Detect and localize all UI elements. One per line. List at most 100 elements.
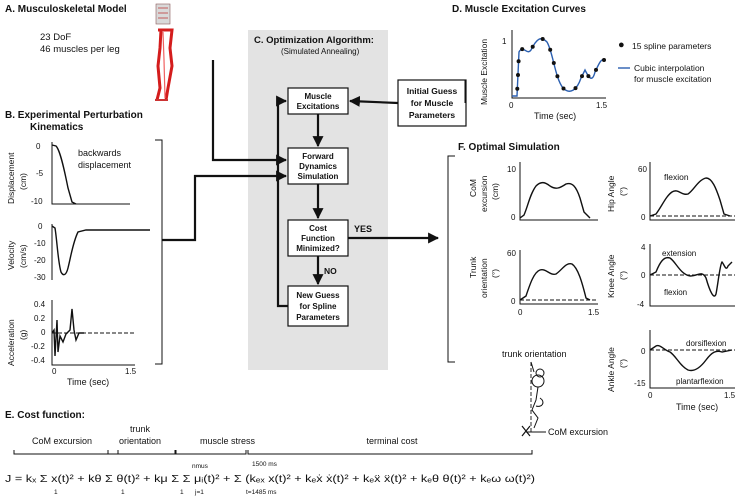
muscles-text: 46 muscles per leg [40,44,120,55]
arrow-kinematics-to-forward [162,170,288,242]
spline-parameter-point [516,73,520,77]
svg-text:Initial Guess: Initial Guess [407,86,458,96]
com-tick-10: 10 [507,165,516,174]
trunk-orientation-label: trunk orientation [502,349,567,359]
legend-points-label: 15 spline parameters [632,41,711,51]
term-trunk-label: trunk [130,424,151,434]
trunk-xtick-0: 0 [518,308,523,317]
acc-tick-1: 0.2 [34,314,46,323]
svg-text:Dynamics: Dynamics [299,162,337,171]
arrow-loop-back [276,95,288,308]
arrow-initial-to-excitations [348,95,399,107]
trunk-ylabel-2: orientation [479,258,489,298]
cost-function-formula: J = kₓ Σ x(t)² + kθ Σ θ(t)² + kμ Σ Σ μᵢ(… [5,473,535,485]
trunk-orientation-plot: 60 0 Trunk orientation (°) 0 1.5 [468,249,600,317]
legend-point-marker: ● [618,39,625,51]
com-tick-0: 0 [511,213,516,222]
sum-limits: 1 1 1 j=1 nmus 1500 ms t=1485 ms [54,461,278,496]
vel-tick-2: -20 [34,256,46,265]
acc-tick-4: -0.4 [31,356,45,365]
disp-tick-0: 0 [36,142,41,151]
box-initial-guess: Initial Guess for Muscle Parameters [397,79,467,127]
legend-line-label-2: for muscle excitation [634,74,712,84]
yes-label: YES [354,224,372,234]
box-forward-dynamics: Forward Dynamics Simulation [287,147,349,185]
com-ylabel-3: (cm) [490,183,500,200]
com-excursion-label: CoM excursion [548,427,608,437]
panel-f-title: F. Optimal Simulation [458,142,560,153]
svg-text:nmus: nmus [192,463,209,470]
time-tick-1: 1.5 [125,367,137,376]
trunk-tick-60: 60 [507,249,516,258]
dof-text: 23 DoF [40,32,71,43]
musculoskeletal-model-illustration [155,3,174,101]
cost-term-labels: CoM excursion trunk orientation muscle s… [13,424,533,455]
panel-b-title: B. Experimental Perturbation [5,110,143,121]
svg-text:1500 ms: 1500 ms [252,461,278,468]
box-cost-function: Cost Function Minimized? [287,219,349,257]
exc-ylabel: Muscle Excitation [479,39,489,105]
no-label: NO [324,266,337,276]
backwards-label: backwards [78,148,122,158]
svg-text:j=1: j=1 [194,489,204,496]
spline-parameter-point [551,61,556,65]
ankle-xtick-0: 0 [648,391,653,400]
com-ylabel-2: excursion [479,175,489,212]
panel-b-xlabel: Time (sec) [67,377,109,387]
ankle-tick--15: -15 [634,379,646,388]
ankle-xtick-1: 1.5 [724,391,736,400]
legend-line-label-1: Cubic interpolation [634,63,705,73]
svg-text:Forward: Forward [302,152,334,161]
disp-tick-1: -5 [36,169,44,178]
knee-angle-plot: 4 0 -4 Knee Angle (°) extension flexion [606,243,735,309]
acc-tick-3: -0.2 [31,342,45,351]
svg-text:Parameters: Parameters [296,313,340,322]
acc-ylabel-unit: (g) [18,329,28,340]
ankle-ylabel-unit: (°) [618,359,628,368]
hip-angle-plot: 60 0 Hip Angle (°) flexion [606,162,735,222]
exc-legend: ● 15 spline parameters Cubic interpolati… [618,39,712,84]
hip-ylabel: Hip Angle [606,175,616,212]
arrow-model-to-forward [211,60,288,166]
spline-parameter-point [520,47,525,52]
panel-a-title: A. Musculoskeletal Model [5,4,127,15]
panel-f-bracket [447,155,455,363]
displacement-plot: 0 -5 -10 Displacement (cm) backwards dis… [6,142,132,206]
knee-tick-4: 4 [641,243,646,252]
svg-text:Cost: Cost [309,224,327,233]
spline-parameter-point [580,74,584,79]
svg-text:1: 1 [54,489,58,496]
acc-ylabel: Acceleration [6,319,16,366]
knee-flexion-label: flexion [664,288,687,297]
svg-text:New Guess: New Guess [296,291,340,300]
knee-ylabel-unit: (°) [618,271,628,280]
knee-ylabel: Knee Angle [606,254,616,298]
vel-tick-0: 0 [38,222,43,231]
acceleration-plot: 0.4 0.2 0 -0.2 -0.4 Acceleration (g) 0 1… [6,300,137,387]
svg-text:for Muscle: for Muscle [411,98,454,108]
svg-text:Excitations: Excitations [297,102,340,111]
displacement-label: displacement [78,160,132,170]
knee-extension-label: extension [662,249,696,258]
ankle-angle-plot: 0 -15 Ankle Angle (°) dorsiflexion plant… [606,330,736,412]
trunk-tick-0: 0 [511,297,516,306]
svg-text:t=1485 ms: t=1485 ms [246,489,277,496]
hip-tick-0: 0 [641,213,646,222]
time-tick-0: 0 [52,367,57,376]
svg-text:for Spline: for Spline [300,302,337,311]
com-ylabel: CoM [468,179,478,197]
svg-text:Simulation: Simulation [298,172,339,181]
trunk-ylabel-3: (°) [490,269,500,278]
panel-d-title: D. Muscle Excitation Curves [452,4,586,15]
box-new-guess: New Guess for Spline Parameters [287,285,349,327]
term-com-label: CoM excursion [32,436,92,446]
hip-flexion-label: flexion [664,172,689,182]
knee-tick-0: 0 [641,271,646,280]
panel-b-bracket [155,139,163,365]
spline-parameter-point [602,58,606,62]
exc-xtick-0: 0 [509,101,514,110]
spline-parameter-point [540,37,545,41]
spline-parameter-point [555,74,560,79]
exc-xtick-1: 1.5 [596,101,608,110]
